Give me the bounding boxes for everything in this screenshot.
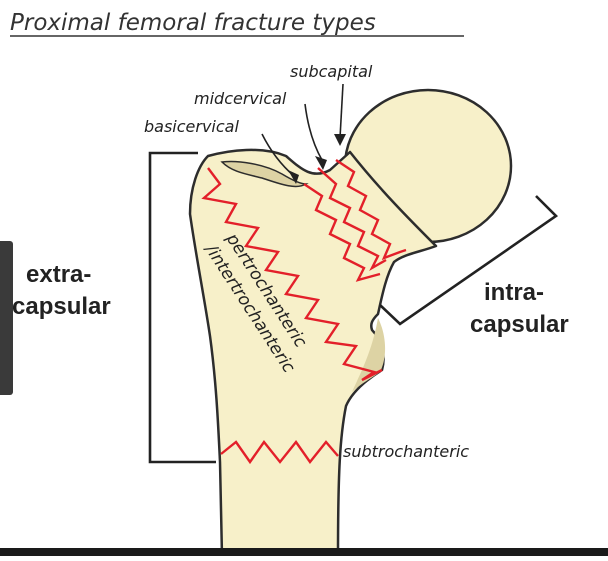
extracapsular-label-line1: extra- (26, 261, 91, 288)
intertrochanteric-fracture-line (201, 167, 383, 382)
subcapital-fracture-line (335, 159, 407, 261)
diagram-title: Proximal femoral fracture types (10, 10, 376, 36)
extracapsular-bracket (148, 151, 216, 464)
femur-shaft-and-neck (188, 148, 438, 558)
midcervical-arrow-head (315, 156, 327, 170)
intracapsular-label-line1: intra- (484, 279, 544, 306)
subcapital-arrow-shaft (339, 83, 344, 139)
subcapital-label: subcapital (290, 62, 373, 81)
subtrochanteric-fracture-line (220, 439, 339, 465)
side-panel-tab[interactable] (0, 241, 13, 395)
basicervical-fracture-line (303, 183, 381, 282)
midcervical-fracture-line (317, 167, 387, 272)
bottom-bar (0, 548, 608, 556)
arrow-heads (288, 134, 346, 184)
basicervical-label: basicervical (144, 117, 239, 136)
intracapsular-bracket (379, 195, 559, 326)
subcapital-arrow-head (334, 134, 346, 146)
subtrochanteric-label: subtrochanteric (343, 442, 469, 461)
femur-bone (188, 88, 513, 558)
basicervical-arrow-head (288, 170, 299, 184)
intracapsular-label-line2: capsular (470, 311, 569, 338)
midcervical-label: midcervical (194, 89, 287, 108)
midcervical-arrow-shaft (304, 103, 323, 161)
extracapsular-label-line2: capsular (12, 293, 111, 320)
fracture-lines (201, 159, 407, 465)
